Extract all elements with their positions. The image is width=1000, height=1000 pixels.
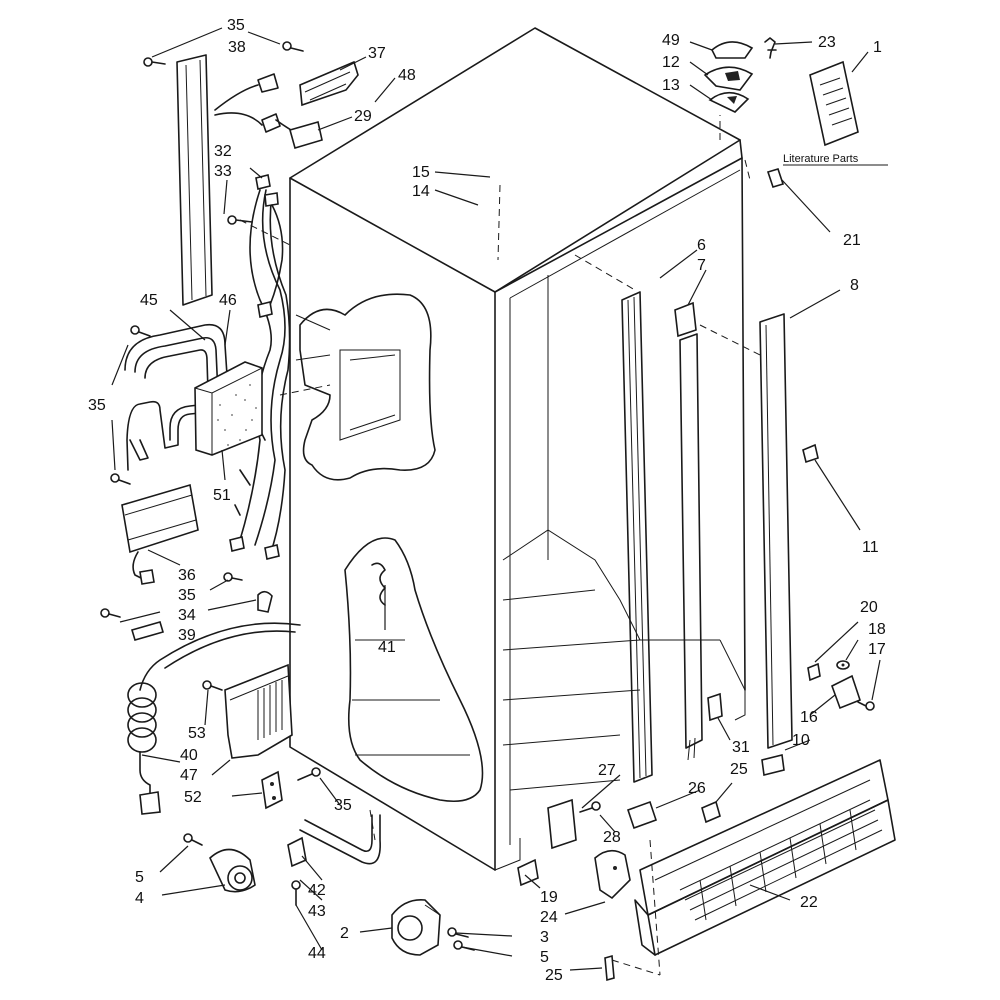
strip-7 <box>674 301 703 761</box>
bracket-37 <box>299 60 359 107</box>
callout-25-right: 25 <box>730 761 748 778</box>
callout-7: 7 <box>697 257 706 274</box>
callout-20: 20 <box>860 599 878 616</box>
callout-22: 22 <box>800 894 818 911</box>
parts-34-39 <box>100 572 273 641</box>
refrigerator-cabinet <box>289 27 746 871</box>
clip-11 <box>802 443 819 464</box>
callout-5-right: 5 <box>540 949 549 966</box>
hinge-16 <box>807 660 875 711</box>
callout-45: 45 <box>140 292 158 309</box>
callout-35-mid: 35 <box>178 587 196 604</box>
toe-grille-22 <box>634 759 896 956</box>
callout-29: 29 <box>354 108 372 125</box>
callout-23: 23 <box>818 34 836 51</box>
callout-52: 52 <box>184 789 202 806</box>
bracket-52 <box>261 767 321 810</box>
callout-16: 16 <box>800 709 818 726</box>
callout-8: 8 <box>850 277 859 294</box>
parts-26-25 <box>626 800 721 830</box>
callout-41: 41 <box>378 639 396 656</box>
callout-15: 15 <box>412 164 430 181</box>
callout-31: 31 <box>732 739 750 756</box>
callout-2: 2 <box>340 925 349 942</box>
rail-6 <box>621 291 653 783</box>
callout-19: 19 <box>540 889 558 906</box>
callout-43: 43 <box>308 903 326 920</box>
callout-35-low: 35 <box>334 797 352 814</box>
callout-4: 4 <box>135 890 144 907</box>
callout-12: 12 <box>662 54 680 71</box>
callout-37: 37 <box>368 45 386 62</box>
callout-13: 13 <box>662 77 680 94</box>
callout-numbers: 35 38 37 48 29 49 23 1 12 13 32 33 15 14… <box>88 17 886 984</box>
callout-1: 1 <box>873 39 882 56</box>
callout-10: 10 <box>792 732 810 749</box>
callout-6: 6 <box>697 237 706 254</box>
alignment-guides <box>239 115 761 976</box>
hinge-24 <box>594 849 631 900</box>
callout-44: 44 <box>308 945 326 962</box>
callout-34: 34 <box>178 607 196 624</box>
callout-21: 21 <box>843 232 861 249</box>
rear-roller-2 <box>391 898 475 956</box>
callout-47: 47 <box>180 767 198 784</box>
callout-53: 53 <box>188 725 206 742</box>
callout-25-bottom: 25 <box>545 967 563 984</box>
small-clip-21 <box>766 168 785 188</box>
block-10 <box>761 754 785 776</box>
callout-51: 51 <box>213 487 231 504</box>
callout-32: 32 <box>214 143 232 160</box>
callout-28: 28 <box>603 829 621 846</box>
long-rail-38 <box>176 54 213 306</box>
screw-25-bottom <box>604 954 615 982</box>
callout-48: 48 <box>398 67 416 84</box>
literature-parts-label: Literature Parts <box>783 153 859 165</box>
roller-4 <box>183 833 256 893</box>
callout-39: 39 <box>178 627 196 644</box>
callout-35-left: 35 <box>88 397 106 414</box>
hinge-cover-parts <box>703 37 777 113</box>
power-cord-40 <box>127 622 301 815</box>
clip-19 <box>517 858 539 887</box>
callout-17: 17 <box>868 641 886 658</box>
wire-harness-32 <box>227 174 291 560</box>
strip-8 <box>759 313 793 749</box>
callout-38: 38 <box>228 39 246 56</box>
callout-11: 11 <box>862 539 879 556</box>
callout-42: 42 <box>308 882 326 899</box>
callout-24: 24 <box>540 909 558 926</box>
wiring-29 <box>214 73 323 149</box>
callout-3: 3 <box>540 929 549 946</box>
foam-block-46 <box>194 361 263 456</box>
callout-14: 14 <box>412 183 430 200</box>
callout-46: 46 <box>219 292 237 309</box>
leader-lines <box>111 27 881 971</box>
callout-5-left: 5 <box>135 869 144 886</box>
drain-tube-42 <box>287 814 381 906</box>
panel-36 <box>121 483 199 585</box>
screw-35-top-left <box>143 41 304 67</box>
callout-40: 40 <box>180 747 198 764</box>
screws-35-left <box>110 325 151 485</box>
bracket-31 <box>707 692 723 722</box>
callout-49: 49 <box>662 32 680 49</box>
literature-booklet <box>809 60 859 147</box>
callout-35: 35 <box>227 17 245 34</box>
control-box-47 <box>202 663 293 759</box>
callout-36: 36 <box>178 567 196 584</box>
callout-27: 27 <box>598 762 616 779</box>
callout-18: 18 <box>868 621 886 638</box>
bracket-27 <box>547 798 601 850</box>
callout-33: 33 <box>214 163 232 180</box>
callout-26: 26 <box>688 780 706 797</box>
